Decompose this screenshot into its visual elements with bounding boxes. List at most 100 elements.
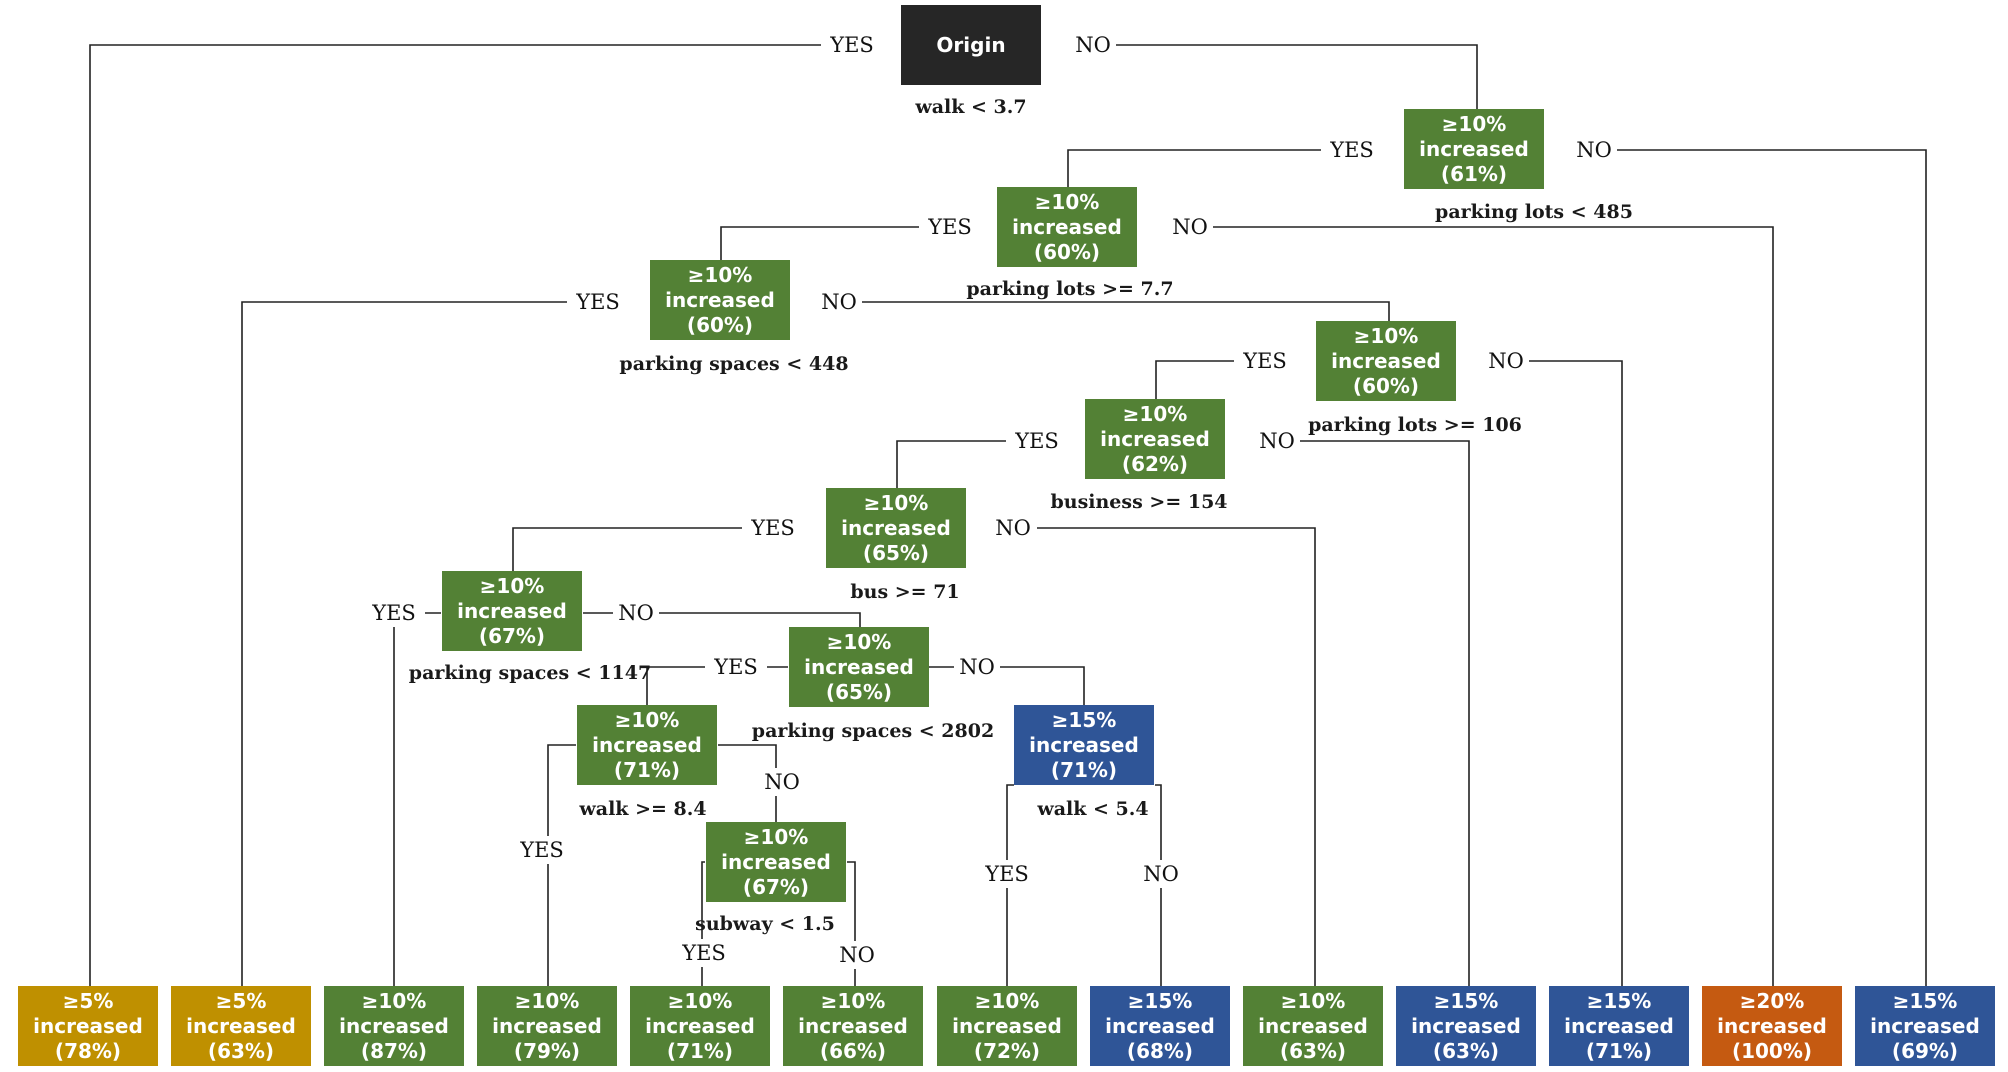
leaf-L10-box bbox=[1396, 986, 1536, 1066]
node-n6-line-3: (65%) bbox=[863, 541, 929, 565]
label-bg-origin-yes bbox=[821, 31, 883, 59]
leaf-L11: ≥15%increased(71%) bbox=[1549, 986, 1689, 1066]
node-n3-line-2: increased bbox=[665, 288, 775, 312]
node-n5-line-2: increased bbox=[1100, 427, 1210, 451]
label-bg-n7-yes bbox=[363, 599, 425, 627]
node-n8: ≥10%increased(65%) bbox=[789, 627, 929, 707]
node-n4: ≥10%increased(60%) bbox=[1316, 321, 1456, 401]
leaf-L13-line-2: increased bbox=[1870, 1014, 1980, 1038]
leaf-L2-line-2: increased bbox=[186, 1014, 296, 1038]
node-n3-line-3: (60%) bbox=[687, 313, 753, 337]
leaf-L1-box bbox=[18, 986, 158, 1066]
node-n8-line-1: ≥10% bbox=[827, 630, 892, 654]
node-n5-line-1: ≥10% bbox=[1123, 402, 1188, 426]
node-n9-line-1: ≥10% bbox=[615, 708, 680, 732]
leaf-L10-line-3: (63%) bbox=[1433, 1039, 1499, 1063]
leaf-L11-line-1: ≥15% bbox=[1587, 989, 1652, 1013]
leaf-L10: ≥15%increased(63%) bbox=[1396, 986, 1536, 1066]
label-bg-n2-no bbox=[1167, 213, 1213, 241]
node-n7-box bbox=[442, 571, 582, 651]
leaf-L13-box bbox=[1855, 986, 1995, 1066]
node-n3-line-1: ≥10% bbox=[688, 263, 753, 287]
node-n11-line-3: (67%) bbox=[743, 875, 809, 899]
node-n8-line-3: (65%) bbox=[826, 680, 892, 704]
leaf-L4: ≥10%increased(79%) bbox=[477, 986, 617, 1066]
leaf-L7-line-1: ≥10% bbox=[975, 989, 1040, 1013]
branch-label-n5-yes: YES bbox=[1014, 429, 1059, 453]
leaf-L4-line-2: increased bbox=[492, 1014, 602, 1038]
branch-label-n9-no: NO bbox=[764, 770, 800, 794]
leaf-L8-line-2: increased bbox=[1105, 1014, 1215, 1038]
node-n9: ≥10%increased(71%) bbox=[577, 705, 717, 785]
leaf-L8-line-1: ≥15% bbox=[1128, 989, 1193, 1013]
leaf-L6-box bbox=[783, 986, 923, 1066]
label-bg-n9-no bbox=[759, 768, 805, 796]
label-bg-n3-yes bbox=[567, 288, 629, 316]
label-bg-n1-yes bbox=[1321, 136, 1383, 164]
leaf-L9-line-2: increased bbox=[1258, 1014, 1368, 1038]
branch-label-n3-no: NO bbox=[821, 290, 857, 314]
branch-label-n4-yes: YES bbox=[1242, 349, 1287, 373]
node-n11-line-1: ≥10% bbox=[744, 825, 809, 849]
leaf-L3-line-2: increased bbox=[339, 1014, 449, 1038]
node-n6: ≥10%increased(65%) bbox=[826, 488, 966, 568]
leaf-L4-line-3: (79%) bbox=[514, 1039, 580, 1063]
leaf-L6-line-1: ≥10% bbox=[821, 989, 886, 1013]
node-n1-line-1: ≥10% bbox=[1442, 112, 1507, 136]
label-bg-n4-no bbox=[1483, 347, 1529, 375]
edge-n10-no bbox=[1155, 784, 1162, 986]
node-n5-line-3: (62%) bbox=[1122, 452, 1188, 476]
edge-n10-yes bbox=[1006, 784, 1014, 986]
leaf-L11-box bbox=[1549, 986, 1689, 1066]
node-n8-line-2: increased bbox=[804, 655, 914, 679]
condition-n1: parking lots < 485 bbox=[1435, 201, 1633, 223]
node-n1-line-2: increased bbox=[1419, 137, 1529, 161]
leaf-L11-line-2: increased bbox=[1564, 1014, 1674, 1038]
branch-label-n11-yes: YES bbox=[681, 941, 726, 965]
leaf-L12-line-1: ≥20% bbox=[1740, 989, 1805, 1013]
leaf-L12-box bbox=[1702, 986, 1842, 1066]
leaf-L3-line-3: (87%) bbox=[361, 1039, 427, 1063]
condition-n8: parking spaces < 2802 bbox=[752, 720, 994, 742]
node-n11-box bbox=[706, 822, 846, 902]
branch-label-origin-no: NO bbox=[1075, 33, 1111, 57]
branch-label-n11-no: NO bbox=[839, 943, 875, 967]
branch-label-n10-yes: YES bbox=[984, 862, 1029, 886]
label-bg-n2-yes bbox=[919, 213, 981, 241]
leaf-L4-box bbox=[477, 986, 617, 1066]
node-n10-box bbox=[1014, 705, 1154, 785]
node-n9-line-2: increased bbox=[592, 733, 702, 757]
node-n10-line-1: ≥15% bbox=[1052, 708, 1117, 732]
edge-n1-no bbox=[1615, 149, 1927, 986]
leaf-L9-line-1: ≥10% bbox=[1281, 989, 1346, 1013]
leaf-L6-line-2: increased bbox=[798, 1014, 908, 1038]
node-n1: ≥10%increased(61%) bbox=[1404, 109, 1544, 189]
label-bg-n6-no bbox=[990, 514, 1036, 542]
node-n1-box bbox=[1404, 109, 1544, 189]
leaf-L10-line-1: ≥15% bbox=[1434, 989, 1499, 1013]
leaf-L6: ≥10%increased(66%) bbox=[783, 986, 923, 1066]
condition-n9: walk >= 8.4 bbox=[578, 798, 706, 820]
branch-label-n9-yes: YES bbox=[519, 838, 564, 862]
leaf-L8-box bbox=[1090, 986, 1230, 1066]
node-n8-box bbox=[789, 627, 929, 707]
leaf-L2-line-3: (63%) bbox=[208, 1039, 274, 1063]
node-n2: ≥10%increased(60%) bbox=[997, 187, 1137, 267]
node-n2-box bbox=[997, 187, 1137, 267]
leaf-L9: ≥10%increased(63%) bbox=[1243, 986, 1383, 1066]
node-n11-line-2: increased bbox=[721, 850, 831, 874]
leaf-L7-line-3: (72%) bbox=[974, 1039, 1040, 1063]
node-n3-box bbox=[650, 260, 790, 340]
tree-nodes: Origin≥10%increased(61%)≥10%increased(60… bbox=[18, 5, 1995, 1066]
condition-n3: parking spaces < 448 bbox=[619, 353, 848, 375]
leaf-L12-line-3: (100%) bbox=[1732, 1039, 1812, 1063]
leaf-L7-line-2: increased bbox=[952, 1014, 1062, 1038]
branch-label-n3-yes: YES bbox=[575, 290, 620, 314]
leaf-L11-line-3: (71%) bbox=[1586, 1039, 1652, 1063]
label-bg-origin-no bbox=[1070, 31, 1116, 59]
edge-n2-yes bbox=[720, 226, 926, 260]
leaf-L4-line-1: ≥10% bbox=[515, 989, 580, 1013]
leaf-L6-line-3: (66%) bbox=[820, 1039, 886, 1063]
